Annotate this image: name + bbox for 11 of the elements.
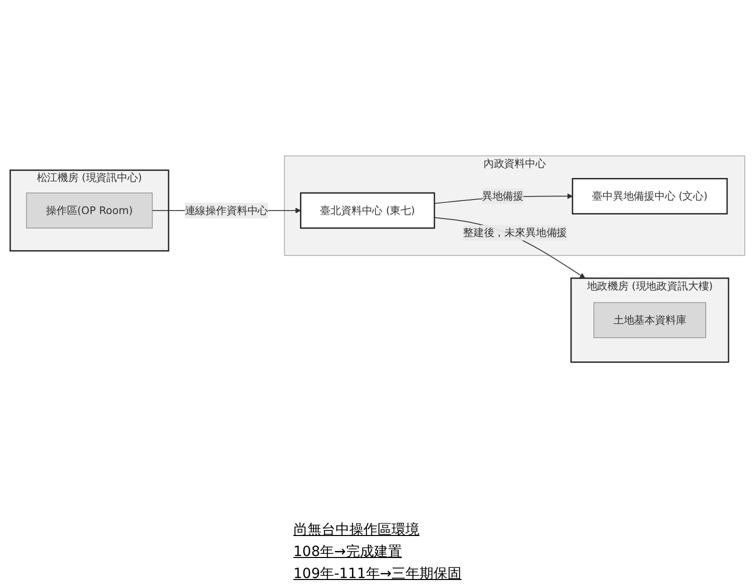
node-box: 操作區(OP Room) (26, 192, 153, 228)
node-box: 臺北資料中心 (東七) (300, 192, 436, 228)
edge-label: 整建後，未來異地備援 (463, 226, 568, 238)
note-text: 尚無台中操作區環境 (293, 521, 420, 539)
note-text: 109年-111年→三年期保固 (293, 565, 462, 583)
node-box: 臺中異地備援中心 (文心) (572, 177, 728, 214)
edge-label: 連線操作資料中心 (184, 204, 268, 216)
node-box: 土地基本資料庫 (594, 302, 706, 338)
edge-label: 異地備援 (482, 189, 524, 202)
note-text: 108年→完成建置 (293, 543, 403, 561)
arrow (434, 216, 586, 278)
